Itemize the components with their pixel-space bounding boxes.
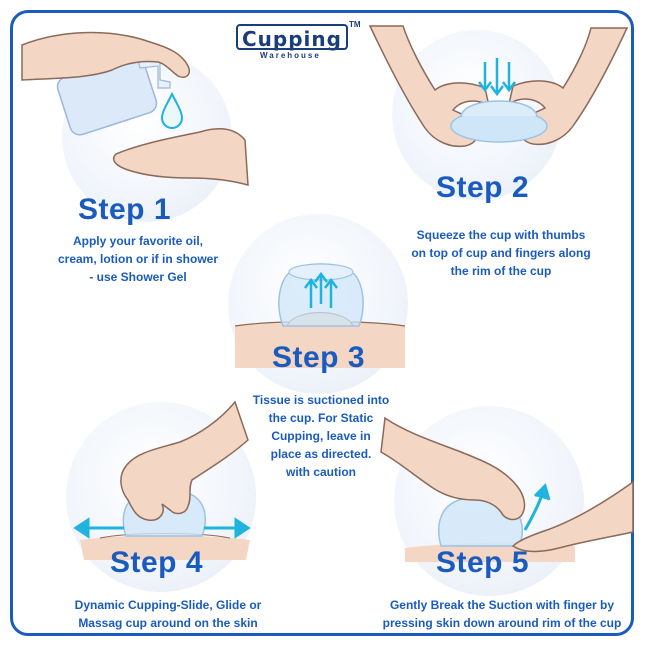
step5-title: Step 5	[436, 546, 530, 579]
logo-trademark: TM	[349, 20, 361, 29]
step3-line: Cupping, leave in	[271, 429, 371, 443]
top-hand-icon	[21, 31, 190, 81]
up-arrows-icon	[304, 271, 338, 308]
pressing-finger-icon	[511, 480, 634, 553]
step4-line: Massag cup around on the skin	[78, 616, 258, 630]
cupping-warehouse-logo: Cupping TM Warehouse	[236, 20, 361, 60]
skin-surface	[235, 321, 405, 368]
left-right-arrow-icon	[73, 517, 251, 539]
droplet-icon	[160, 91, 184, 130]
step2-line: the rim of the cup	[450, 264, 552, 278]
logo-box: Cupping	[236, 24, 348, 51]
step3-description: Tissue is suctioned into the cup. For St…	[236, 391, 406, 481]
step5-line: pressing skin down around rim of the cup	[382, 616, 622, 630]
step1-illustration	[21, 31, 249, 187]
bottom-hand-icon	[112, 127, 249, 187]
hand-icon	[120, 400, 249, 521]
step1-line: - use Shower Gel	[89, 270, 187, 284]
step2-title: Step 2	[436, 171, 530, 204]
step1-line: Apply your favorite oil,	[72, 234, 204, 248]
step1-line: cream, lotion or if in shower	[57, 252, 219, 266]
logo-subtitle: Warehouse	[260, 51, 321, 60]
step1-description: Apply your favorite oil, cream, lotion o…	[46, 232, 230, 286]
logo-name: Cupping	[242, 27, 342, 51]
step3-line: with caution	[286, 465, 356, 479]
step2-illustration	[368, 25, 629, 148]
step5-illustration	[380, 416, 634, 562]
step3-title: Step 3	[272, 341, 366, 374]
step4-line: Dynamic Cupping-Slide, Glide or	[74, 598, 262, 612]
step3-line: the cup. For Static	[268, 411, 374, 425]
step3-illustration	[234, 263, 406, 368]
step3-line: place as directed.	[270, 447, 372, 461]
page-frame	[10, 10, 634, 636]
step2-description: Squeeze the cup with thumbs on top of cu…	[396, 226, 606, 280]
step2-line: Squeeze the cup with thumbs	[416, 228, 586, 242]
step5-description: Gently Break the Suction with finger by …	[374, 596, 630, 632]
step3-line: Tissue is suctioned into	[252, 393, 390, 407]
step2-line: on top of cup and fingers along	[411, 246, 591, 260]
pump-nozzle-icon	[137, 57, 171, 89]
curved-arrow-icon	[523, 483, 551, 531]
step1-title: Step 1	[78, 193, 172, 226]
down-arrows-icon	[478, 58, 516, 97]
skin-surface	[80, 535, 250, 560]
hand-icon	[380, 416, 526, 521]
step4-title: Step 4	[110, 546, 204, 579]
step5-line: Gently Break the Suction with finger by	[389, 598, 615, 612]
step4-illustration	[73, 400, 251, 560]
step4-description: Dynamic Cupping-Slide, Glide or Massag c…	[56, 596, 280, 632]
